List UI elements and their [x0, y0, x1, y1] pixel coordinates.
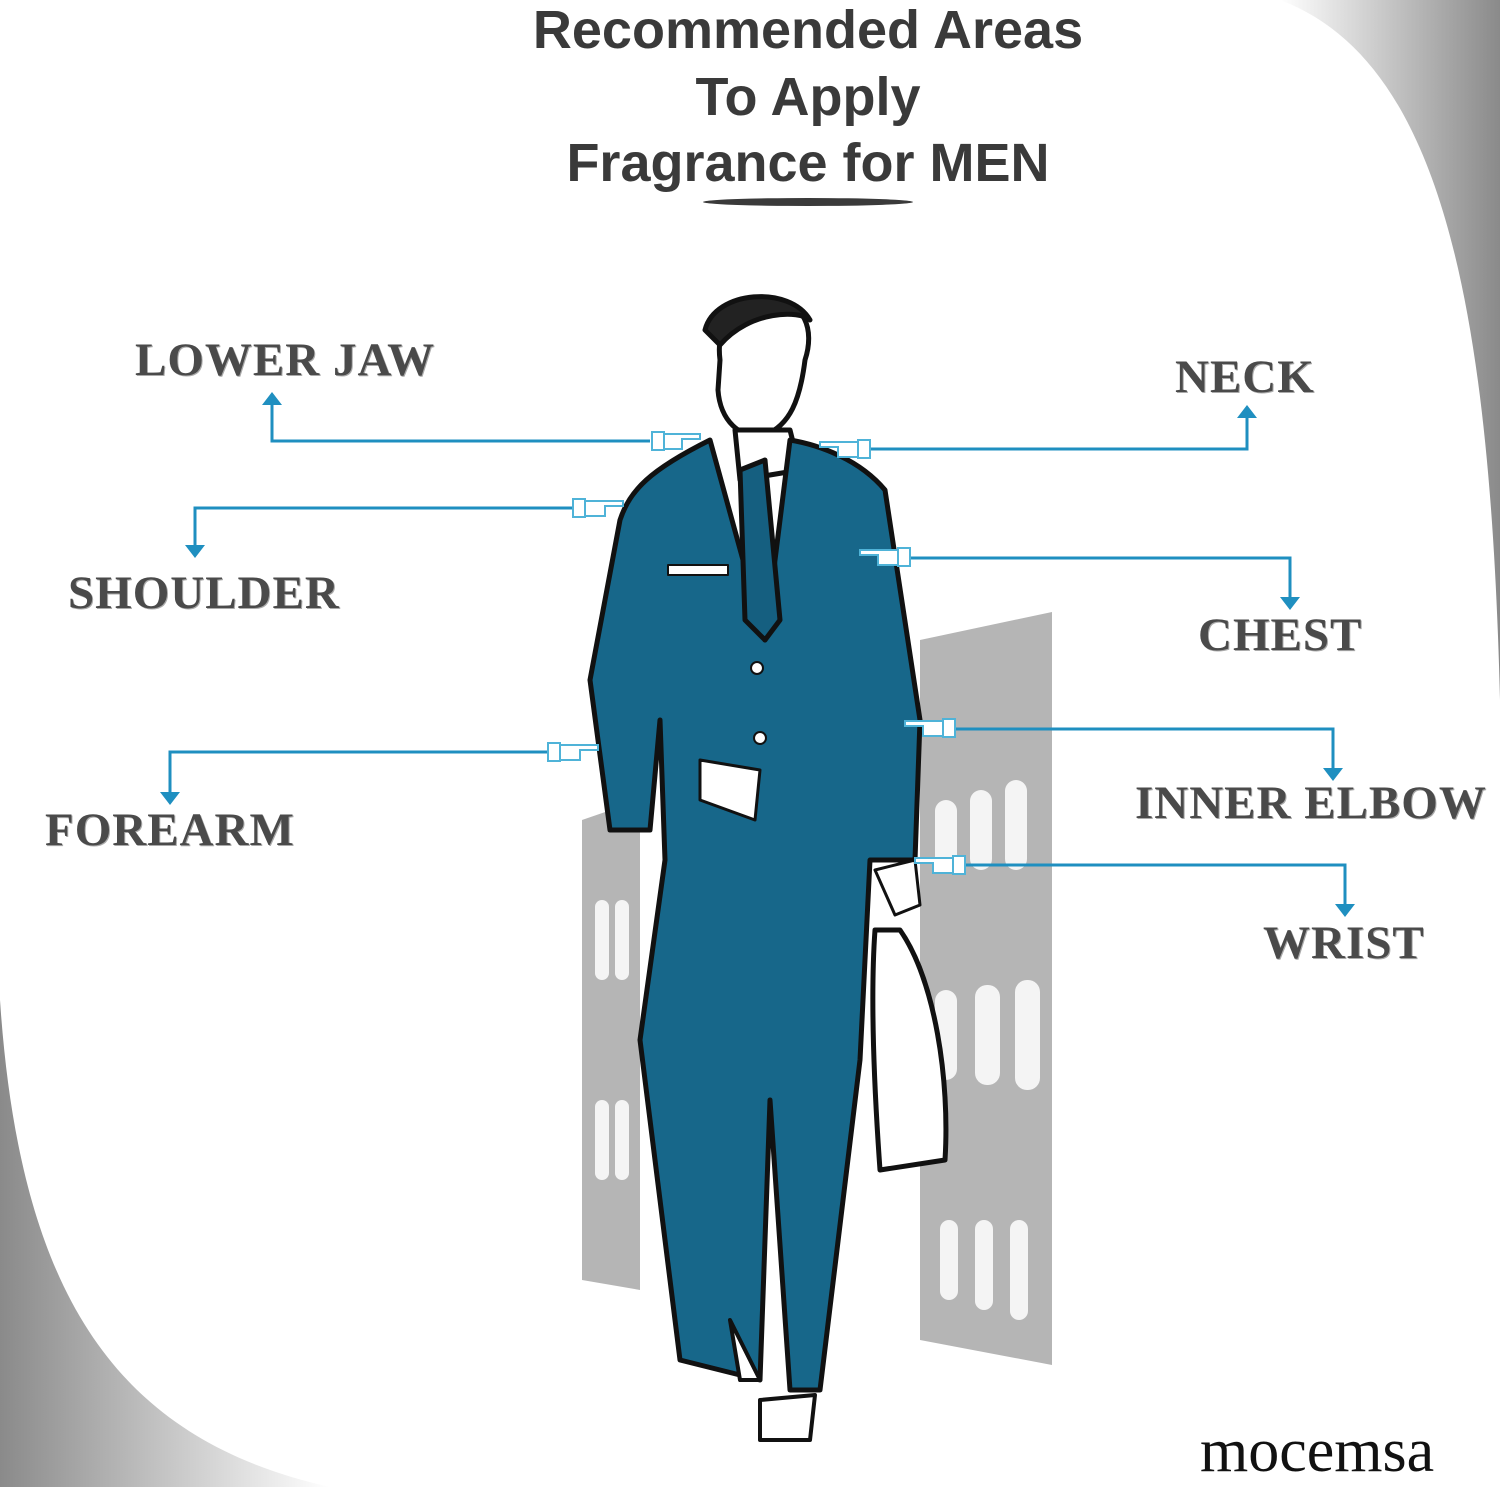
- arrowhead-up-icon: [1237, 405, 1257, 418]
- arrow-inner-elbow: [955, 727, 1335, 773]
- title-line-3: Fragrance for MEN: [566, 133, 1050, 193]
- arrow-forearm: [168, 750, 548, 797]
- pointing-hand-icon: [651, 431, 701, 451]
- arrowhead-down-icon: [1323, 768, 1343, 781]
- pointer-arrows: [168, 400, 1347, 909]
- pointing-hands: [547, 431, 966, 875]
- building-backdrop: [582, 612, 1052, 1365]
- arrowhead-up-icon: [262, 392, 282, 405]
- arrow-wrist: [965, 863, 1347, 909]
- pointing-hand-icon: [819, 439, 871, 459]
- pointing-hand-icon: [914, 855, 966, 875]
- arrow-neck: [870, 413, 1249, 451]
- label-chest: CHEST: [1198, 609, 1363, 661]
- man-figure: [587, 294, 949, 1442]
- arrowhead-down-icon: [1335, 904, 1355, 917]
- arrow-chest: [910, 556, 1292, 602]
- pointing-hand-icon: [859, 547, 911, 567]
- label-inner-elbow: INNER ELBOW: [1135, 777, 1487, 829]
- label-neck: NECK: [1175, 351, 1315, 403]
- title-line-1: Recommended Areas: [532, 0, 1084, 60]
- pointing-hand-icon: [547, 742, 599, 762]
- title-underline: [703, 198, 913, 206]
- brand-logo: mocemsa: [1200, 1417, 1435, 1485]
- arrowhead-down-icon: [1280, 597, 1300, 610]
- arrowhead-down-icon: [185, 545, 205, 558]
- arrowhead-down-icon: [160, 792, 180, 805]
- label-forearm: FOREARM: [45, 804, 295, 856]
- label-shoulder: SHOULDER: [68, 567, 340, 619]
- arrowheads: [160, 392, 1355, 917]
- arrow-shoulder: [193, 506, 575, 550]
- pointing-hand-icon: [572, 498, 624, 518]
- title-line-2: To Apply: [695, 67, 921, 127]
- pointing-hand-icon: [904, 718, 956, 738]
- arrow-lower-jaw: [270, 400, 650, 443]
- label-lower-jaw: LOWER JAW: [135, 334, 436, 386]
- label-wrist: WRIST: [1263, 917, 1425, 969]
